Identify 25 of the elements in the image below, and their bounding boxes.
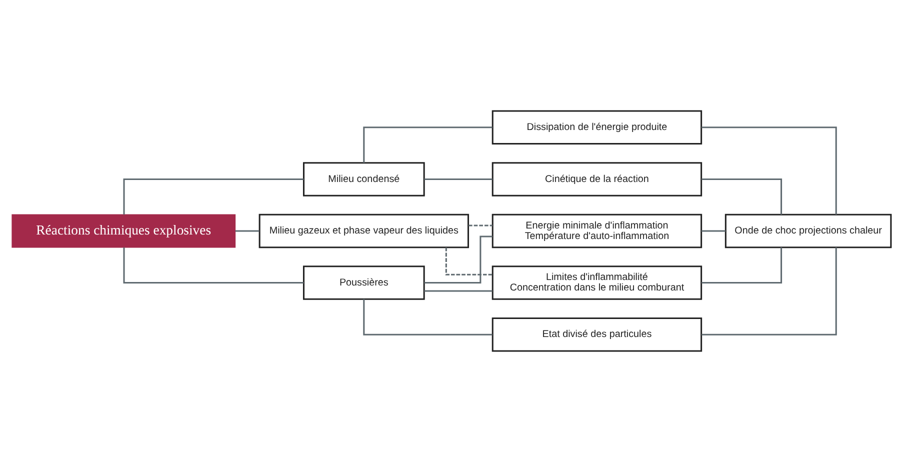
connector [468,224,493,226]
node-box: Cinétique de la réaction [492,162,702,196]
node-box: Dissipation de l'énergie produite [492,110,702,144]
connector [424,290,492,292]
connector [702,246,837,335]
connector [424,235,492,284]
node-box: Poussières [302,265,425,300]
node-box: Réactions chimiques explosives [12,214,236,248]
connector [702,246,782,284]
connector [424,178,492,180]
connector [363,298,492,335]
connector [363,126,492,162]
connector [123,178,304,214]
node-box: Onde de choc projections chaleur [724,213,892,248]
connector [702,126,837,214]
connector [445,246,492,275]
node-box: Limites d'inflammabilité Concentration dans le milieu comburant [492,265,702,300]
node-box: Milieu gazeux et phase vapeur des liquides [258,213,470,248]
connector [701,230,726,232]
connector [235,230,260,232]
connector [702,178,782,214]
node-box: Etat divisé des particules [492,316,702,352]
node-box: Energie minimale d'inflammation Température d'auto-inflammation [492,213,702,248]
node-box: Milieu condensé [302,162,425,196]
connector [123,246,304,284]
